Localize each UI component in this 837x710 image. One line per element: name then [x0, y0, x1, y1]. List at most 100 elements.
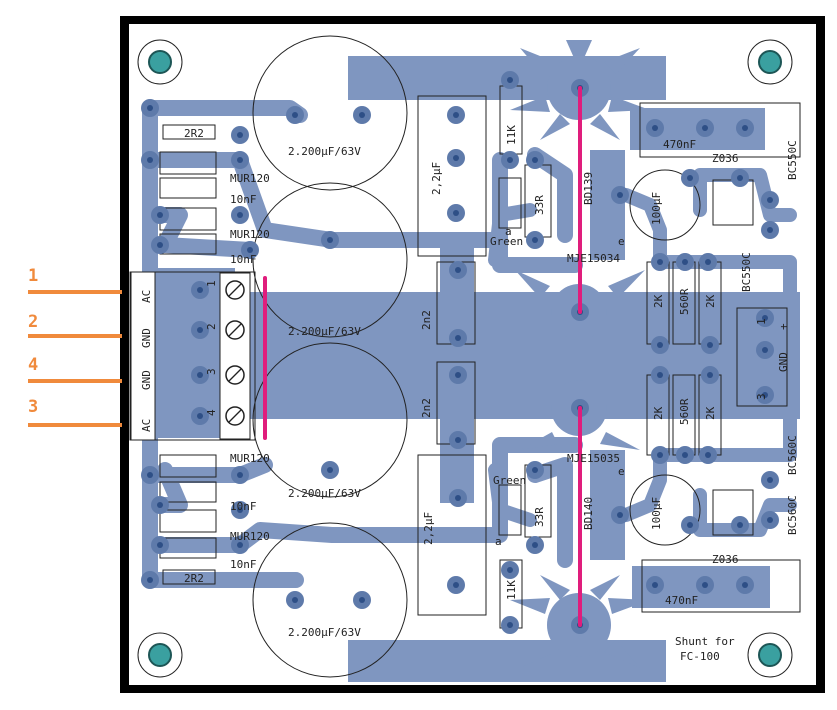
cap-2u2-label: 2,2µF	[430, 162, 443, 195]
pad-hole	[197, 327, 203, 333]
output-pin-label: 1	[755, 318, 768, 325]
pad-hole	[687, 175, 693, 181]
diode-label: MUR120	[230, 172, 270, 185]
zener-label: Z036	[712, 152, 739, 165]
transistor-label: MJE15035	[567, 452, 620, 465]
jumper-wires	[263, 86, 582, 627]
pad-hole	[617, 192, 623, 198]
pin-a-label: a	[495, 535, 502, 548]
res-33r-label: 33R	[533, 507, 546, 527]
pad-hole	[702, 125, 708, 131]
pad-hole	[237, 157, 243, 163]
cap-100u-label: 100µF	[650, 192, 663, 225]
cap-big-label: 2.200µF/63V	[288, 325, 361, 338]
bd-label: BD140	[582, 497, 595, 530]
pad-hole	[762, 315, 768, 321]
pad-hole	[147, 577, 153, 583]
pad-hole	[359, 112, 365, 118]
pad-hole	[197, 287, 203, 293]
cap-2u2-label: 2,2µF	[422, 512, 435, 545]
bc-label: BC560C	[786, 495, 799, 535]
pad-hole	[705, 452, 711, 458]
pad-hole	[767, 477, 773, 483]
pad-hole	[507, 622, 513, 628]
pad-hole	[197, 413, 203, 419]
ac-terminal-block	[130, 271, 251, 441]
ac-terminal-label: GND	[140, 328, 153, 348]
pad-hole	[707, 342, 713, 348]
cap-big-label: 2.200µF/63V	[288, 145, 361, 158]
pad-hole	[767, 517, 773, 523]
external-wire-label: 4	[28, 355, 39, 375]
external-wires	[28, 290, 122, 427]
res-11k-label: 11K	[505, 580, 518, 600]
external-wire-label: 1	[28, 266, 39, 286]
pad-hole	[237, 507, 243, 513]
pads	[141, 71, 779, 634]
pad-hole	[767, 197, 773, 203]
ac-terminal-label: AC	[140, 419, 153, 432]
pad-hole	[453, 112, 459, 118]
cap-100u-label: 100µF	[650, 497, 663, 530]
cap-10n-label: 10nF	[230, 193, 257, 206]
pad-hole	[147, 157, 153, 163]
pad-hole	[767, 227, 773, 233]
resistor-label: 2R2	[184, 572, 204, 585]
pad-hole	[617, 512, 623, 518]
pad-hole	[157, 242, 163, 248]
cap-big-label: 2.200µF/63V	[288, 626, 361, 639]
pad-hole	[657, 259, 663, 265]
cap-10n-label: 10nF	[230, 558, 257, 571]
pin-e-label: e	[618, 235, 625, 248]
output-pin-label: +	[777, 323, 790, 330]
res-11k-label: 11K	[505, 125, 518, 145]
transistor-label: MJE15034	[567, 252, 620, 265]
cap-10n-label: 10nF	[230, 500, 257, 513]
pad-hole	[327, 467, 333, 473]
pad-hole	[532, 157, 538, 163]
pad-hole	[707, 372, 713, 378]
res-2k-label: 2K	[704, 406, 717, 420]
ac-terminal-label: GND	[140, 370, 153, 390]
ac-pin-number: 3	[205, 368, 218, 375]
ac-pin-number: 4	[205, 409, 218, 416]
pad-hole	[237, 472, 243, 478]
resistor-label: 2R2	[184, 127, 204, 140]
shunt-note-line2: FC-100	[680, 650, 720, 663]
external-wire-label: 3	[28, 397, 39, 417]
cap-10n-label: 10nF	[230, 253, 257, 266]
pad-hole	[682, 452, 688, 458]
cap-big-label: 2.200µF/63V	[288, 487, 361, 500]
cap-470n-label: 470nF	[665, 594, 698, 607]
pad-hole	[742, 125, 748, 131]
bc-label: BC550C	[786, 140, 799, 180]
pin-e-label: e	[618, 465, 625, 478]
pad-hole	[737, 522, 743, 528]
pad-hole	[657, 372, 663, 378]
pad-hole	[702, 582, 708, 588]
pad-hole	[157, 212, 163, 218]
external-wire-label: 2	[28, 312, 39, 332]
pad-hole	[455, 267, 461, 273]
pad-hole	[455, 437, 461, 443]
pad-hole	[652, 125, 658, 131]
ac-terminal-label: AC	[140, 290, 153, 303]
pad-hole	[453, 582, 459, 588]
res-33r-label: 33R	[533, 195, 546, 215]
pad-hole	[652, 582, 658, 588]
ac-pin-number: 2	[205, 323, 218, 330]
pad-hole	[237, 212, 243, 218]
pad-hole	[532, 542, 538, 548]
output-pin-label: 3	[755, 393, 768, 400]
green-label: Green	[490, 235, 523, 248]
pad-hole	[359, 597, 365, 603]
pad-hole	[762, 392, 768, 398]
pad-hole	[197, 372, 203, 378]
pad-hole	[532, 237, 538, 243]
pad-hole	[705, 259, 711, 265]
bd-label: BD139	[582, 172, 595, 205]
pad-hole	[455, 372, 461, 378]
pad-hole	[737, 175, 743, 181]
green-label: Green	[493, 474, 526, 487]
pad-hole	[292, 112, 298, 118]
